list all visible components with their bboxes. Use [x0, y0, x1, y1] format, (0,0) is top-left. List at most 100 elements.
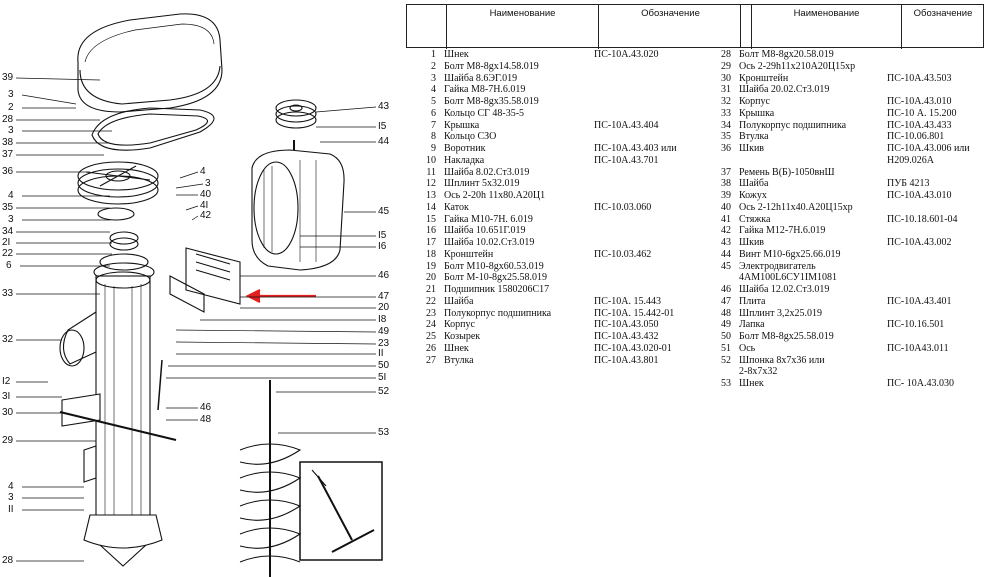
callout-label: 35	[2, 202, 14, 213]
part-name: Болт М8-8gх25.58.019	[739, 331, 834, 342]
part-name: Шайба 8.02.Ст3.019	[444, 166, 530, 178]
part-name: Шкив	[739, 237, 765, 248]
part-number: 53	[721, 378, 731, 389]
callout-label: 30	[2, 407, 14, 418]
part-number: 49	[721, 319, 731, 331]
callout-label: 4	[8, 190, 14, 201]
part-number: 1	[431, 49, 436, 60]
callout-label: 5I	[378, 372, 387, 383]
part-name: 4АМ100L6СУ1IМ1081	[739, 272, 838, 284]
part-number: 42	[721, 225, 731, 237]
leader-line	[179, 171, 199, 179]
part-name: Полукорпус подшипника	[739, 119, 847, 131]
callout-label: 43	[378, 101, 390, 112]
callout-label: 39	[2, 72, 14, 83]
part-designation: ПС-10А.43.010	[887, 190, 952, 201]
part-name: Корпус	[444, 319, 475, 331]
part-number: 27	[426, 354, 436, 366]
part-number: 31	[721, 84, 731, 96]
part-name: Болт М8-8gх14.58.019	[444, 60, 539, 72]
belt-part-37	[91, 107, 215, 151]
part-number: 8	[431, 131, 436, 143]
part-number: 39	[721, 190, 731, 201]
pulley-part-36	[77, 161, 159, 205]
callout-label: II	[8, 504, 14, 515]
callout-label: I5	[378, 121, 387, 132]
part-name: Ось	[739, 342, 756, 354]
part-name: Шнек	[739, 378, 764, 389]
callout-label: 22	[2, 248, 14, 259]
part-name: Полукорпус подшипника	[444, 307, 552, 319]
part-number: 15	[426, 213, 436, 225]
part-number: 45	[721, 260, 731, 272]
part-name: Лапка	[739, 319, 765, 331]
part-name: Шплинт 3,2х25.019	[739, 307, 823, 319]
part-name: Стяжка	[739, 213, 771, 225]
part-name: Электродвигатель	[739, 260, 816, 272]
right-table-header: Наименование Обозначение	[702, 4, 984, 49]
part-number: 14	[426, 201, 436, 213]
part-number: 4	[431, 84, 436, 96]
part-name: Шнек	[444, 342, 469, 354]
highlight-arrow	[245, 289, 316, 303]
part-number: 16	[426, 225, 436, 237]
leader-line	[175, 183, 204, 189]
callout-label: 3	[8, 214, 14, 225]
cover-part-39	[77, 13, 223, 113]
part-number: 43	[721, 237, 731, 248]
part-number: 7	[431, 119, 436, 131]
part-designation: ПС-10А.43.433	[887, 119, 952, 131]
part-number: 37	[721, 166, 731, 178]
part-number: 52	[721, 354, 731, 366]
part-designation: ПУБ 4213	[887, 178, 930, 190]
part-name: Шплинт 5х32.019	[444, 178, 520, 190]
part-number: 32	[721, 96, 731, 107]
callout-label: 3	[205, 178, 211, 189]
part-name: Ось 2-12h11х40.А20Ц15хр	[739, 201, 853, 213]
part-name: Шайба 20.02.Ст3.019	[739, 84, 830, 96]
callout-label: I5	[378, 230, 387, 241]
part-number: 20	[426, 272, 436, 284]
bracket-part-30	[59, 393, 177, 483]
callout-label: II	[378, 348, 384, 359]
callout-leaders	[15, 77, 377, 562]
part-designation: ПС-10.03.462	[594, 248, 652, 260]
callout-label: 44	[378, 136, 390, 147]
leader-line	[191, 215, 199, 221]
part-designation: ПС-10А.43.701	[594, 154, 659, 166]
part-number: 44	[721, 248, 731, 260]
leader-line	[315, 106, 377, 113]
part-name: Каток	[444, 201, 469, 213]
part-number: 46	[721, 284, 731, 295]
callout-label: 46	[378, 270, 390, 281]
callout-label: 53	[378, 427, 390, 438]
callout-label: 45	[378, 206, 390, 217]
part-designation: ПС-10А. 15.442-01	[594, 307, 675, 319]
header-name: Наименование	[447, 5, 599, 49]
left-table-header: Наименование Обозначение	[406, 4, 741, 49]
callout-label: 38	[2, 137, 14, 148]
callout-label: 50	[378, 360, 390, 371]
inset-auger-tool	[299, 461, 383, 561]
part-designation: ПС-10.18.601-04	[887, 213, 958, 225]
part-number: 10	[426, 154, 436, 166]
callout-label: 52	[378, 386, 390, 397]
part-designation: ПС-10А.43.020	[594, 49, 659, 60]
callout-label: 40	[200, 189, 212, 200]
callout-label: 4	[8, 481, 14, 492]
part-number: 30	[721, 72, 731, 84]
part-number: 33	[721, 107, 731, 119]
part-designation: ПС-10А.43.403 или	[594, 143, 677, 154]
part-name: 2-8х7х32	[739, 366, 778, 378]
part-name: Гайка М12-7Н.6.019	[739, 225, 826, 237]
callout-label: 28	[2, 555, 14, 566]
callout-label: 23	[378, 338, 390, 349]
callout-label: 4I	[200, 200, 209, 211]
part-name: Гайка М8-7Н.6.019	[444, 84, 526, 96]
part-name: Шайба 10.02.Ст3.019	[444, 237, 535, 248]
header-designation-right: Обозначение	[913, 8, 973, 19]
part-name: Кронштейн	[739, 72, 789, 84]
part-number: 23	[426, 307, 436, 319]
part-designation: ПС-10.06.801	[887, 131, 945, 143]
part-name: Шайба	[739, 178, 769, 190]
